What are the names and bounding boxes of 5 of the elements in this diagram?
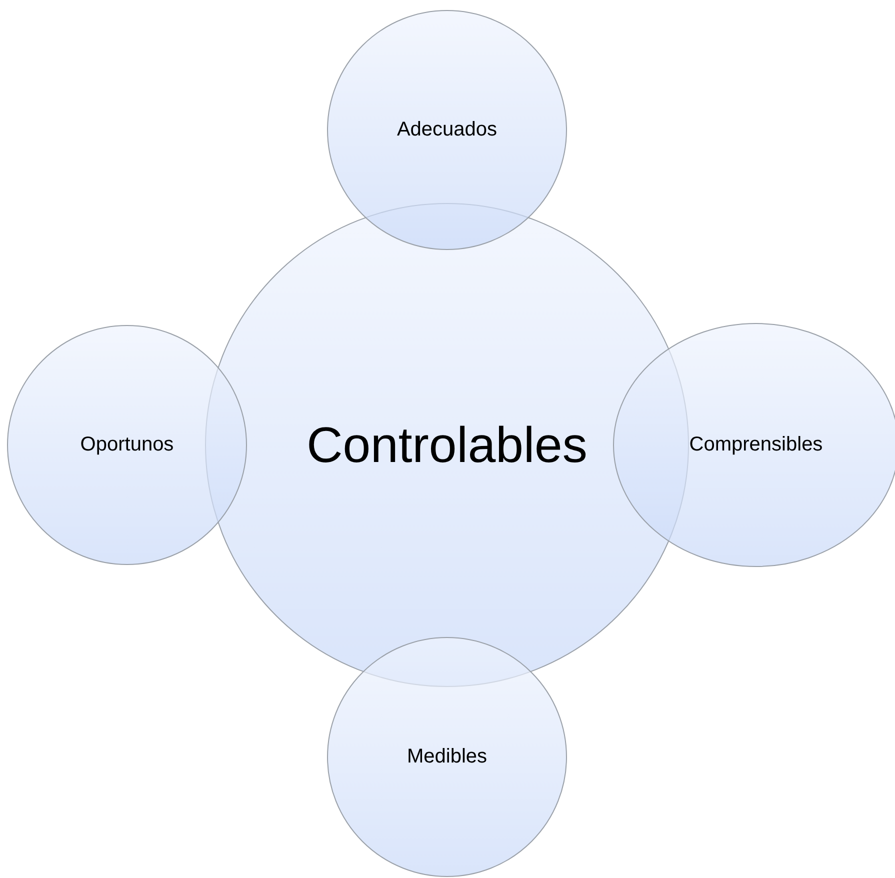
circle-label: Controlables xyxy=(306,416,588,474)
circle-label: Medibles xyxy=(406,746,488,768)
circle-label: Comprensibles xyxy=(689,434,823,456)
circle-label: Oportunos xyxy=(80,434,174,456)
circle-label: Adecuados xyxy=(396,118,498,142)
